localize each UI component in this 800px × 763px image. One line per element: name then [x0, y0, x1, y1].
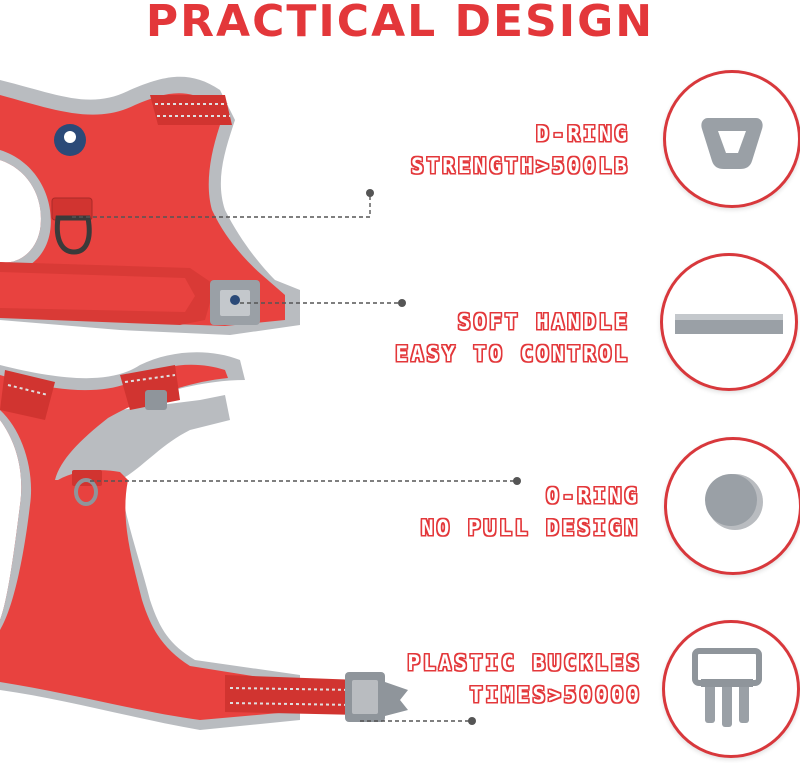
leader-lines: [72, 189, 521, 725]
d-ring-icon: [701, 118, 763, 169]
o-ring-icon: [705, 474, 763, 530]
buckle-icon-circle: [662, 620, 800, 758]
o-ring-icon-circle: [664, 437, 800, 575]
buckle-icon: [692, 648, 762, 727]
handle-bar-icon: [675, 314, 783, 334]
feature-label-buckles: PLASTIC BUCKLES TIMES>50000: [407, 651, 642, 707]
page-title: PRACTICAL DESIGN: [145, 0, 655, 47]
feature-label-d-ring: D-RING STRENGTH>500LB: [410, 122, 630, 178]
handle-icon-circle: [660, 253, 798, 391]
feature-label-handle: SOFT HANDLE EASY TO CONTROL: [395, 310, 630, 366]
harness-bottom: [0, 352, 408, 730]
harness-top: [0, 76, 300, 335]
d-ring-icon-circle: [663, 70, 800, 208]
feature-label-o-ring: O-RING NO PULL DESIGN: [420, 484, 640, 540]
